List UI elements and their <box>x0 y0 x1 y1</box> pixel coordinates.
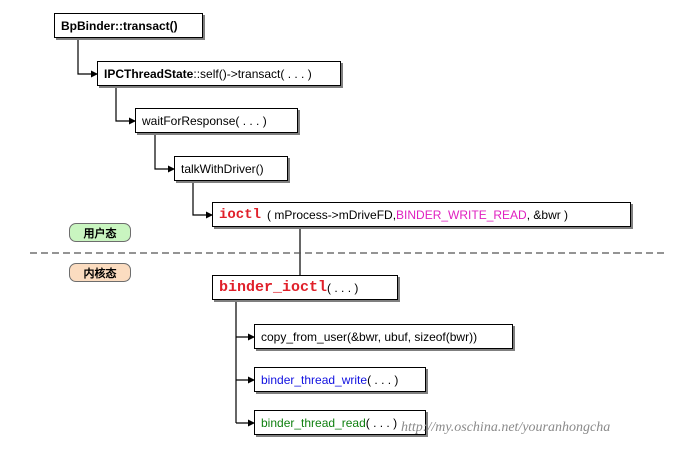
node-read-fn: binder_thread_read <box>261 415 366 430</box>
node-ipc-class-text: IPCThreadState <box>104 66 194 81</box>
node-write-args: ( . . . ) <box>367 372 399 387</box>
edge-bpbinder-to-ipc <box>77 38 98 78</box>
node-bpbinder-text: BpBinder::transact() <box>61 18 178 33</box>
node-read-args: ( . . . ) <box>365 415 398 430</box>
edge-ipc-to-wait <box>115 86 136 125</box>
node-wait-for-response: waitForResponse( . . . ) <box>135 108 298 133</box>
user-mode-tag: 用户态 <box>69 223 131 242</box>
node-binder-thread-read: binder_thread_read( . . . ) <box>254 410 426 435</box>
node-binder-ioctl-fn: binder_ioctl <box>219 279 328 296</box>
node-ipc-call-text: ::self()->transact( . . . ) <box>193 66 312 81</box>
node-copy-text: copy_from_user(&bwr, ubuf, sizeof(bwr)) <box>261 329 478 344</box>
node-binder-thread-write: binder_thread_write( . . . ) <box>254 367 426 392</box>
node-binder-ioctl: binder_ioctl( . . . ) <box>212 275 398 300</box>
node-ioctl-args-close: , &bwr ) <box>526 207 569 222</box>
user-mode-label: 用户态 <box>83 226 117 240</box>
node-ioctl: ioctl ( mProcess->mDriveFD, BINDER_WRITE… <box>212 202 631 227</box>
watermark-url: http://my.oschina.net/youranhongcha <box>401 420 611 435</box>
node-ioctl-cmd: BINDER_WRITE_READ <box>396 207 527 222</box>
node-ipcthreadstate-transact: IPCThreadState::self()->transact( . . . … <box>97 61 341 86</box>
node-write-fn: binder_thread_write <box>261 372 368 387</box>
node-ioctl-fn: ioctl <box>219 206 262 223</box>
edge-wait-to-talk <box>154 133 175 173</box>
kernel-mode-tag: 内核态 <box>69 263 131 282</box>
node-talk-text: talkWithDriver() <box>181 161 264 176</box>
node-talk-with-driver: talkWithDriver() <box>174 156 288 181</box>
node-ioctl-args-open: ( mProcess->mDriveFD, <box>267 207 397 222</box>
node-bpbinder-transact: BpBinder::transact() <box>54 13 203 38</box>
node-binder-ioctl-args: ( . . . ) <box>327 280 359 295</box>
node-wait-text: waitForResponse( . . . ) <box>142 113 267 128</box>
node-copy-from-user: copy_from_user(&bwr, ubuf, sizeof(bwr)) <box>254 324 513 349</box>
edge-talk-to-ioctl <box>192 181 213 219</box>
kernel-mode-label: 内核态 <box>83 266 117 280</box>
